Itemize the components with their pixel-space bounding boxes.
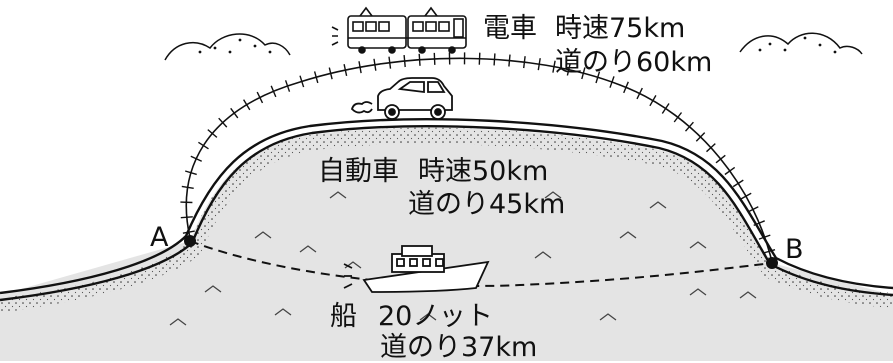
train-speed-label: 時速75km xyxy=(555,15,685,42)
point-a-label: A xyxy=(150,222,169,253)
railway-tie xyxy=(733,180,743,187)
railway-tie xyxy=(524,56,525,68)
railway-tie xyxy=(538,58,540,70)
railway-tie xyxy=(479,53,480,65)
car-speed-label: 時速50km xyxy=(418,158,548,185)
train-icon xyxy=(332,8,466,53)
railway-tie xyxy=(419,54,420,66)
railway-tie xyxy=(404,55,405,67)
railway-tie xyxy=(741,193,752,199)
railway-tie xyxy=(674,113,681,123)
point-b-dot xyxy=(766,257,778,269)
railway-tie xyxy=(374,59,376,71)
car-distance-label: 道のり45km xyxy=(408,191,565,218)
railway-tie xyxy=(231,108,238,118)
train-vehicle-label: 電車 xyxy=(483,15,537,42)
car-icon xyxy=(352,78,452,119)
boat-speed-label: 20ノット xyxy=(378,303,493,330)
railway-tie xyxy=(725,167,735,174)
boat-vehicle-label: 船 xyxy=(330,303,357,330)
railway-tie xyxy=(181,217,193,218)
car-vehicle-label: 自動車 xyxy=(318,158,399,185)
train-distance-label: 道のり60km xyxy=(555,49,712,76)
railway-tie xyxy=(509,55,510,67)
railway-tie xyxy=(650,95,656,105)
railway-tie xyxy=(716,155,725,163)
railway-tie xyxy=(389,57,391,69)
railway-tie xyxy=(244,100,250,110)
point-b-label: B xyxy=(785,234,804,265)
railway-tie xyxy=(494,53,495,65)
point-a-dot xyxy=(184,235,196,247)
railway-tie xyxy=(182,186,194,188)
railway-tie xyxy=(434,53,435,65)
railway-tie xyxy=(662,104,669,114)
boat-distance-label: 道のり37km xyxy=(380,334,537,361)
railway-tie xyxy=(257,92,262,103)
railway-tie xyxy=(198,142,208,149)
